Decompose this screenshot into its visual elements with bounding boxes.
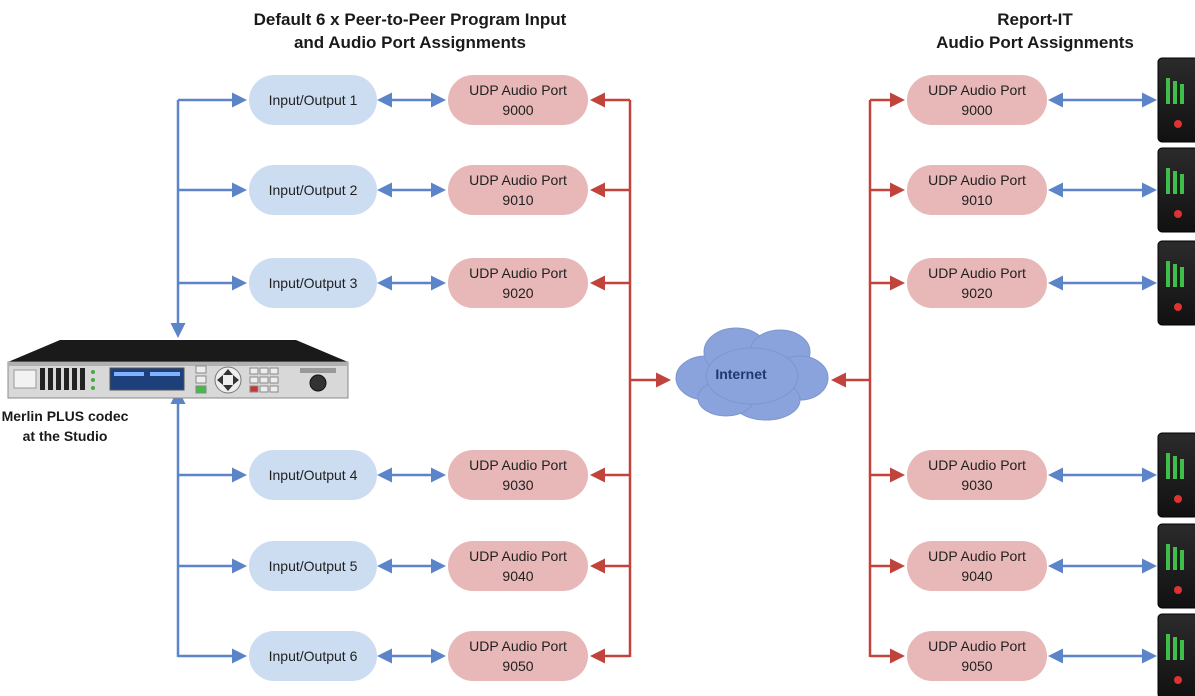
udp-port-number: 9030 bbox=[961, 477, 993, 493]
codec-caption-line2: at the Studio bbox=[22, 428, 108, 444]
udp-port-pill: UDP Audio Port 9030 bbox=[907, 450, 1047, 500]
left-heading-line2: and Audio Port Assignments bbox=[293, 33, 527, 52]
io-pill: Input/Output 6 bbox=[249, 631, 377, 681]
codec-caption: Merlin PLUS codec at the Studio bbox=[0, 406, 130, 446]
left-heading-line1: Default 6 x Peer-to-Peer Program Input bbox=[253, 10, 567, 29]
udp-port-number: 9000 bbox=[961, 102, 993, 118]
right-heading-line1: Report-IT bbox=[997, 10, 1073, 29]
udp-port-number: 9040 bbox=[502, 568, 534, 584]
udp-port-number: 9010 bbox=[961, 192, 993, 208]
udp-label: UDP Audio Port bbox=[469, 172, 567, 188]
io-to-udp-arrows bbox=[377, 92, 446, 664]
udp-port-number: 9050 bbox=[502, 658, 534, 674]
phone-icon bbox=[1157, 240, 1195, 326]
udp-port-pill: UDP Audio Port 9020 bbox=[907, 258, 1047, 308]
io-label: Input/Output 2 bbox=[268, 182, 358, 198]
udp-port-number: 9030 bbox=[502, 477, 534, 493]
udp-label: UDP Audio Port bbox=[469, 638, 567, 654]
udp-port-pill: UDP Audio Port 9040 bbox=[448, 541, 588, 591]
udp-port-number: 9020 bbox=[502, 285, 534, 301]
udp-port-number: 9010 bbox=[502, 192, 534, 208]
udp-label: UDP Audio Port bbox=[928, 82, 1026, 98]
udp-port-pill: UDP Audio Port 9010 bbox=[448, 165, 588, 215]
udp-port-pill: UDP Audio Port 9050 bbox=[907, 631, 1047, 681]
io-label: Input/Output 3 bbox=[268, 275, 358, 291]
udp-port-pill: UDP Audio Port 9000 bbox=[907, 75, 1047, 125]
udp-label: UDP Audio Port bbox=[469, 265, 567, 281]
io-pill: Input/Output 3 bbox=[249, 258, 377, 308]
udp-right-arrows bbox=[870, 92, 905, 664]
udp-label: UDP Audio Port bbox=[469, 548, 567, 564]
udp-port-number: 9000 bbox=[502, 102, 534, 118]
udp-port-number: 9020 bbox=[961, 285, 993, 301]
udp-label: UDP Audio Port bbox=[928, 172, 1026, 188]
udp-label: UDP Audio Port bbox=[928, 457, 1026, 473]
codec-device-icon bbox=[7, 340, 349, 399]
left-heading: Default 6 x Peer-to-Peer Program Input a… bbox=[200, 8, 620, 54]
io-label: Input/Output 4 bbox=[268, 467, 358, 483]
udp-port-pill: UDP Audio Port 9010 bbox=[907, 165, 1047, 215]
right-red-bus bbox=[831, 100, 872, 657]
phone-icon bbox=[1157, 432, 1195, 518]
phone-icon bbox=[1157, 57, 1195, 143]
udp-label: UDP Audio Port bbox=[928, 638, 1026, 654]
udp-port-number: 9050 bbox=[961, 658, 993, 674]
udp-port-number: 9040 bbox=[961, 568, 993, 584]
udp-left-arrows bbox=[590, 92, 630, 664]
udp-port-pill: UDP Audio Port 9030 bbox=[448, 450, 588, 500]
udp-label: UDP Audio Port bbox=[928, 265, 1026, 281]
internet-cloud-icon bbox=[675, 327, 829, 421]
io-label: Input/Output 1 bbox=[268, 92, 358, 108]
udp-label: UDP Audio Port bbox=[469, 457, 567, 473]
udp-label: UDP Audio Port bbox=[928, 548, 1026, 564]
io-pill: Input/Output 2 bbox=[249, 165, 377, 215]
phone-link-arrows bbox=[1048, 92, 1157, 664]
phone-stack bbox=[1157, 57, 1195, 696]
phone-icon bbox=[1157, 613, 1195, 696]
io-pill: Input/Output 4 bbox=[249, 450, 377, 500]
left-red-bus bbox=[628, 100, 671, 657]
io-pill: Input/Output 1 bbox=[249, 75, 377, 125]
io-label: Input/Output 5 bbox=[268, 558, 358, 574]
udp-port-pill: UDP Audio Port 9020 bbox=[448, 258, 588, 308]
udp-port-pill: UDP Audio Port 9050 bbox=[448, 631, 588, 681]
right-heading-line2: Audio Port Assignments bbox=[936, 33, 1134, 52]
udp-port-pill: UDP Audio Port 9000 bbox=[448, 75, 588, 125]
io-branch-arrows bbox=[178, 92, 247, 664]
right-heading: Report-IT Audio Port Assignments bbox=[900, 8, 1170, 54]
udp-label: UDP Audio Port bbox=[469, 82, 567, 98]
phone-icon bbox=[1157, 147, 1195, 233]
internet-label: Internet bbox=[715, 366, 767, 382]
io-label: Input/Output 6 bbox=[268, 648, 358, 664]
codec-caption-line1: Merlin PLUS codec bbox=[1, 408, 129, 424]
phone-icon bbox=[1157, 523, 1195, 609]
io-pill: Input/Output 5 bbox=[249, 541, 377, 591]
udp-port-pill: UDP Audio Port 9040 bbox=[907, 541, 1047, 591]
